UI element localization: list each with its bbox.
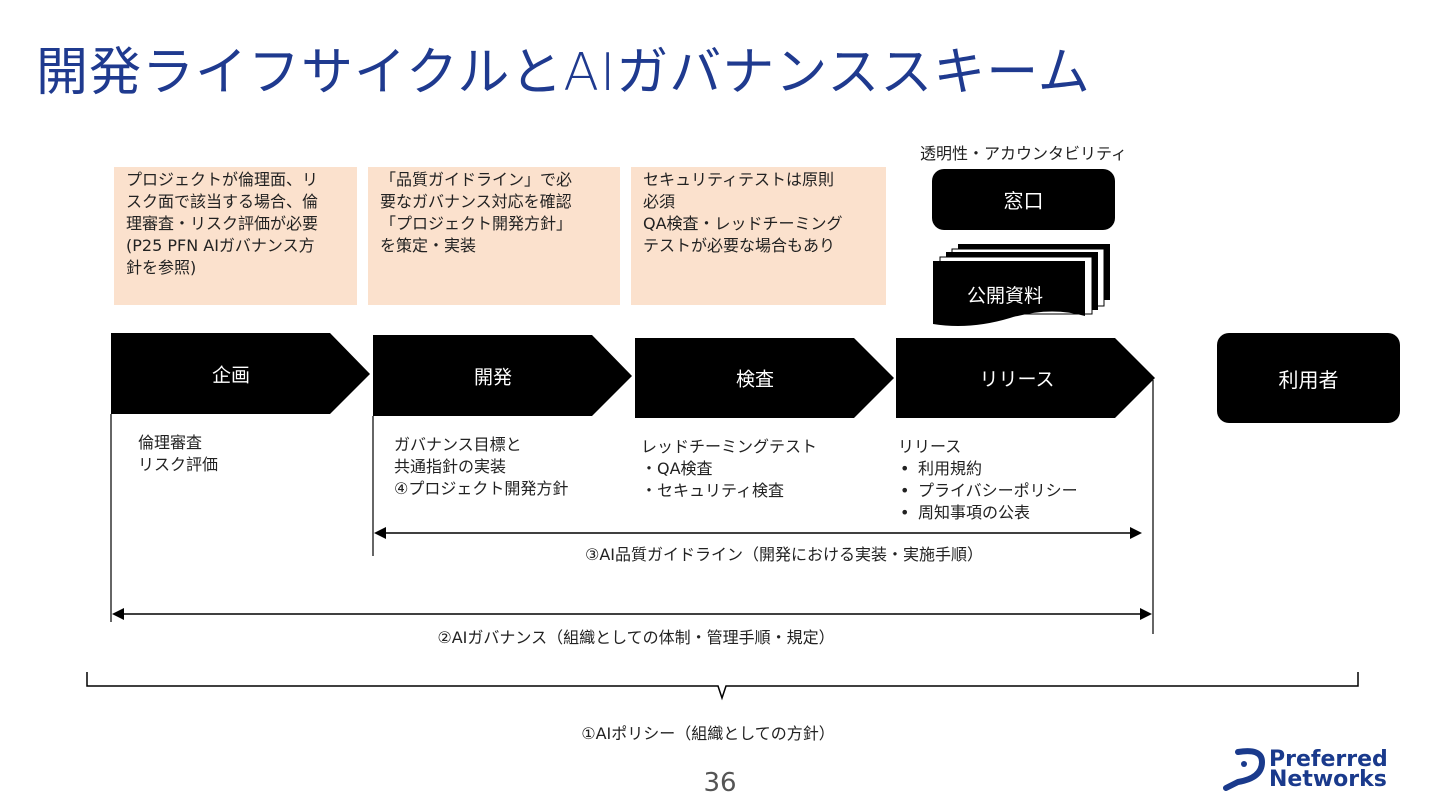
note-planning: プロジェクトが倫理面、リ スク面で該当する場合、倫 理審査・リスク評価が必要 (… bbox=[114, 167, 357, 305]
contact-label: 窓口 bbox=[1003, 189, 1044, 213]
pfn-logo-icon bbox=[1223, 748, 1266, 791]
governance-label: ②AIガバナンス（組織としての体制・管理手順・規定） bbox=[437, 628, 835, 647]
note-inspection-text: セキュリティテストは原則 必須 QA検査・レッドチーミング テストが必要な場合も… bbox=[643, 170, 843, 255]
desc-release: リリース 利用規約 プライバシーポリシー 周知事項の公表 bbox=[898, 436, 1078, 524]
desc-planning-line: 倫理審査 bbox=[138, 433, 203, 452]
desc-development-line: ガバナンス目標と bbox=[394, 435, 522, 454]
page-title: 開発ライフサイクルとAIガバナンススキーム bbox=[36, 43, 1091, 103]
stage-release-arrow bbox=[896, 338, 1155, 418]
stage-planning-arrow bbox=[111, 333, 370, 414]
desc-development-line: 共通指針の実装 bbox=[394, 457, 507, 476]
governance-span-arrow bbox=[112, 608, 1152, 620]
contact-box: 窓口 bbox=[932, 169, 1115, 230]
logo-line-1: Preferred bbox=[1269, 747, 1388, 772]
desc-planning: 倫理審査 リスク評価 bbox=[138, 432, 218, 476]
note-planning-text: プロジェクトが倫理面、リ スク面で該当する場合、倫 理審査・リスク評価が必要 (… bbox=[126, 170, 319, 277]
stage-inspection-arrow bbox=[635, 338, 894, 418]
desc-release-bullet: 周知事項の公表 bbox=[898, 502, 1078, 524]
desc-release-heading: リリース bbox=[898, 437, 962, 456]
note-inspection: セキュリティテストは原則 必須 QA検査・レッドチーミング テストが必要な場合も… bbox=[631, 167, 886, 305]
logo-line-2: Networks bbox=[1269, 767, 1387, 792]
desc-inspection-line: レッドチーミングテスト bbox=[641, 437, 818, 456]
policy-label: ①AIポリシー（組織としての方針） bbox=[581, 724, 835, 743]
desc-inspection-line: ・セキュリティ検査 bbox=[641, 481, 785, 500]
quality-guideline-label: ③AI品質ガイドライン（開発における実装・実施手順） bbox=[584, 545, 984, 564]
desc-release-bullet: プライバシーポリシー bbox=[898, 480, 1078, 502]
desc-development-line: ④プロジェクト開発方針 bbox=[394, 479, 569, 498]
user-label: 利用者 bbox=[1278, 367, 1339, 392]
transparency-label: 透明性・アカウンタビリティ bbox=[920, 144, 1128, 163]
user-box: 利用者 bbox=[1217, 333, 1400, 423]
public-docs-shape bbox=[933, 244, 1110, 326]
desc-release-bullet: 利用規約 bbox=[898, 458, 1078, 480]
pfn-logo: Preferred Networks bbox=[1269, 747, 1388, 792]
desc-development: ガバナンス目標と 共通指針の実装 ④プロジェクト開発方針 bbox=[394, 434, 568, 500]
public-docs-label: 公開資料 bbox=[967, 285, 1044, 307]
quality-guideline-span-arrow bbox=[374, 527, 1142, 539]
stage-development-arrow bbox=[373, 335, 632, 416]
note-development: 「品質ガイドライン」で必 要なガバナンス対応を確認 「プロジェクト開発方針」 を… bbox=[368, 167, 620, 305]
desc-inspection: レッドチーミングテスト ・QA検査 ・セキュリティ検査 bbox=[641, 436, 817, 502]
page-number: 36 bbox=[703, 768, 737, 798]
note-development-text: 「品質ガイドライン」で必 要なガバナンス対応を確認 「プロジェクト開発方針」 を… bbox=[380, 170, 573, 255]
desc-inspection-line: ・QA検査 bbox=[641, 459, 713, 478]
policy-brace bbox=[86, 672, 1359, 701]
desc-planning-line: リスク評価 bbox=[138, 455, 219, 474]
